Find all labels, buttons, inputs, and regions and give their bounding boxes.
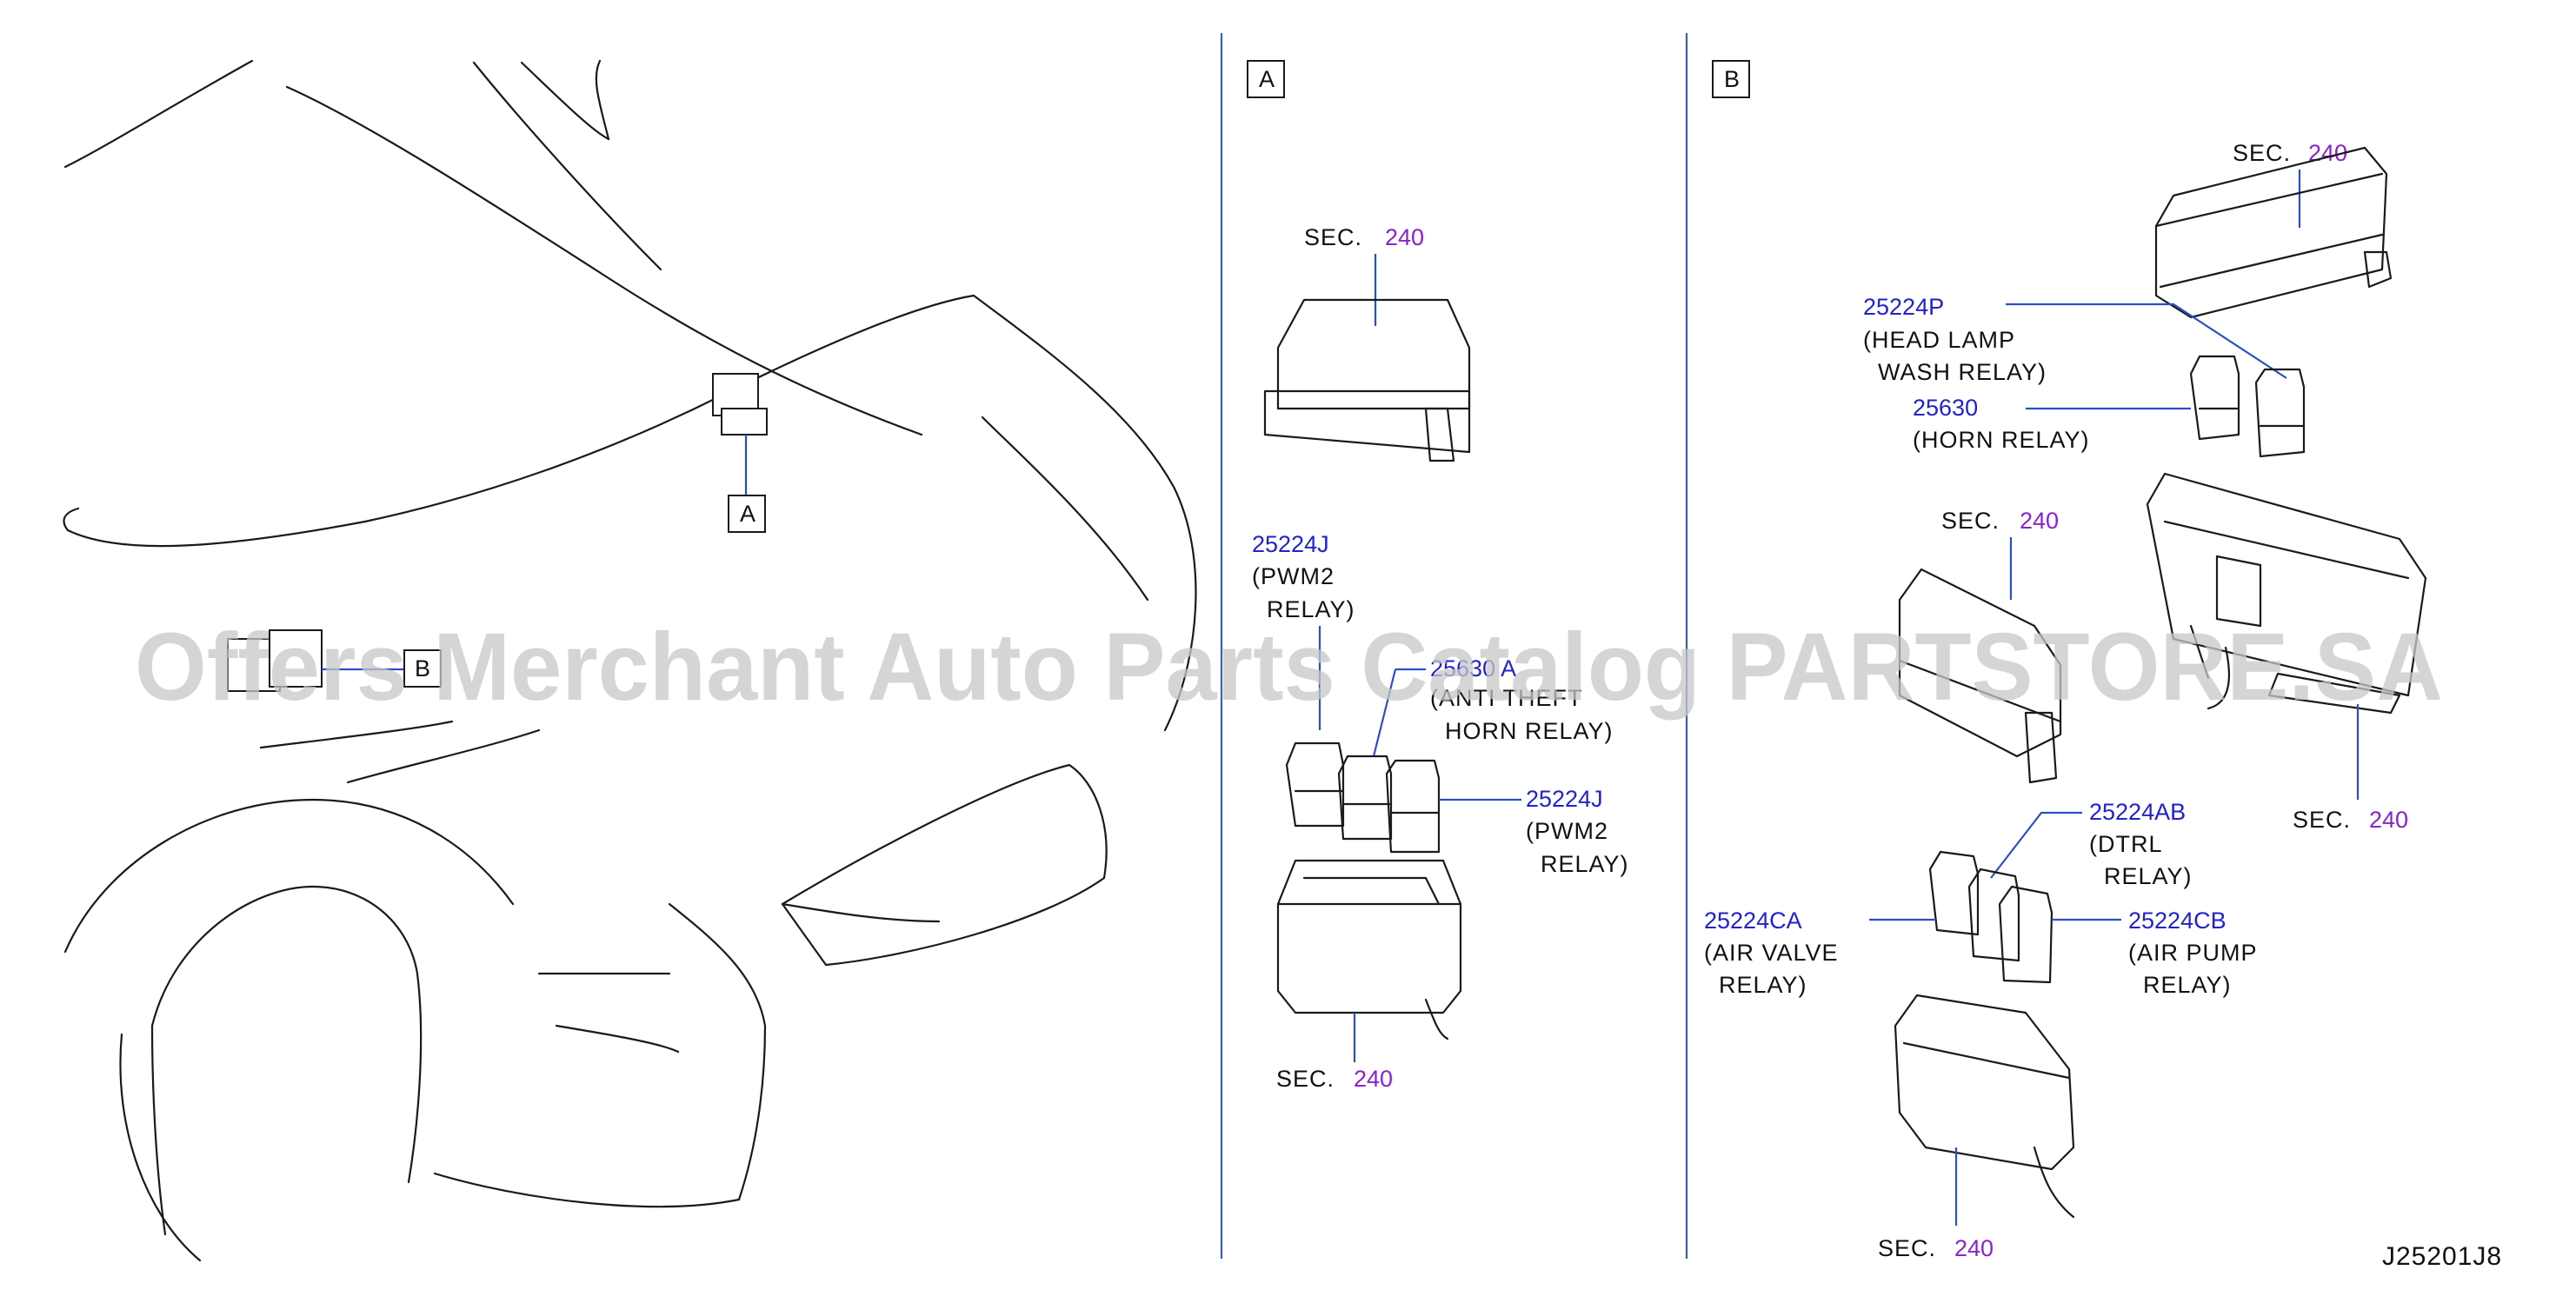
panel-b-horn-line1: (HORN RELAY) (1913, 427, 2090, 453)
panel-a-sec-bottom-num[interactable]: 240 (1354, 1066, 1393, 1092)
panel-a-relay-mid-part[interactable]: 25630 A (1430, 655, 1516, 682)
relay-block-b-thumb (227, 629, 404, 692)
relay-cover-b (1898, 568, 2062, 784)
panel-b-head-lamp-line2: WASH RELAY) (1878, 359, 2047, 385)
relays-b-bottom (1928, 850, 2053, 984)
panel-b-tag: B (1724, 66, 1741, 92)
panel-b-dtrl-line1: (DTRL (2089, 831, 2163, 857)
view-tag-a-box[interactable] (728, 495, 766, 533)
panel-b-sec-bottom-prefix: SEC. (1878, 1235, 1936, 1261)
panel-a-relay-right-part[interactable]: 25224J (1526, 786, 1603, 812)
panel-a-sec-bottom-prefix: SEC. (1276, 1066, 1335, 1092)
fuse-cover-b (2154, 146, 2393, 319)
panel-a-relay-left-line2: RELAY) (1267, 596, 1355, 622)
car-front-view: A B (63, 59, 1197, 1262)
panel-b-sec-top-prefix: SEC. (2233, 140, 2291, 166)
relay-cover-a (1263, 298, 1471, 462)
panel-a-relay-mid-line1: (ANTI THEFT (1430, 685, 1583, 711)
panel-b-head-lamp-part[interactable]: 25224P (1863, 294, 1944, 320)
panel-b-air-valve-part[interactable]: 25224CA (1704, 908, 1802, 934)
relays-b-top (2189, 355, 2306, 458)
panel-b-air-pump-line2: RELAY) (2143, 972, 2232, 998)
relay-box-a (1276, 859, 1462, 1041)
panel-b-tag-box (1712, 60, 1750, 98)
fuse-block-b (2146, 472, 2427, 715)
panel-b-air-pump-part[interactable]: 25224CB (2128, 908, 2227, 934)
panel-b: B SEC. 240 25224P (HEAD LAMP WASH RELAY)… (1704, 60, 2427, 1261)
panel-a-sec-top-num[interactable]: 240 (1385, 224, 1424, 250)
panel-b-head-lamp-line1: (HEAD LAMP (1863, 327, 2015, 353)
panel-b-air-valve-line1: (AIR VALVE (1704, 940, 1839, 966)
watermark: Offers Merchant Auto Parts Catalog PARTS… (135, 614, 2443, 721)
panel-b-dtrl-line2: RELAY) (2104, 863, 2193, 889)
panel-a-relay-left-part[interactable]: 25224J (1252, 531, 1329, 557)
view-tag-a[interactable]: A (740, 501, 756, 527)
panel-a-tag-box (1247, 60, 1285, 98)
panel-b-sec-box-prefix: SEC. (2293, 807, 2351, 833)
panel-a-tag: A (1259, 66, 1275, 92)
panel-a-relay-right-line2: RELAY) (1541, 851, 1629, 877)
panel-a: A SEC. 240 25224J (PWM2 RELAY) 25630 A (… (1247, 60, 1629, 1092)
panel-b-dtrl-part[interactable]: 25224AB (2089, 799, 2186, 825)
panel-b-sec-box-num[interactable]: 240 (2369, 807, 2408, 833)
panel-a-relay-mid-line2: HORN RELAY) (1445, 718, 1614, 744)
relay-block-a-thumb (712, 373, 768, 495)
panel-b-sec-bottom-num[interactable]: 240 (1954, 1235, 1994, 1261)
view-tag-b[interactable]: B (415, 655, 431, 682)
panel-b-horn-part[interactable]: 25630 (1913, 395, 1978, 421)
panel-b-sec-cover-num[interactable]: 240 (2020, 508, 2059, 534)
panel-a-relay-left-line1: (PWM2 (1252, 563, 1335, 589)
relay-box-b (1894, 994, 2075, 1219)
relays-a (1285, 741, 1441, 854)
panel-a-relay-right-line1: (PWM2 (1526, 818, 1608, 844)
panel-b-air-pump-line1: (AIR PUMP (2128, 940, 2258, 966)
panel-a-sec-top-prefix: SEC. (1304, 224, 1362, 250)
panel-b-sec-cover-prefix: SEC. (1941, 508, 2000, 534)
panel-b-air-valve-line2: RELAY) (1719, 972, 1807, 998)
diagram-code: J25201J8 (2382, 1242, 2502, 1271)
view-tag-b-box[interactable] (403, 649, 442, 688)
